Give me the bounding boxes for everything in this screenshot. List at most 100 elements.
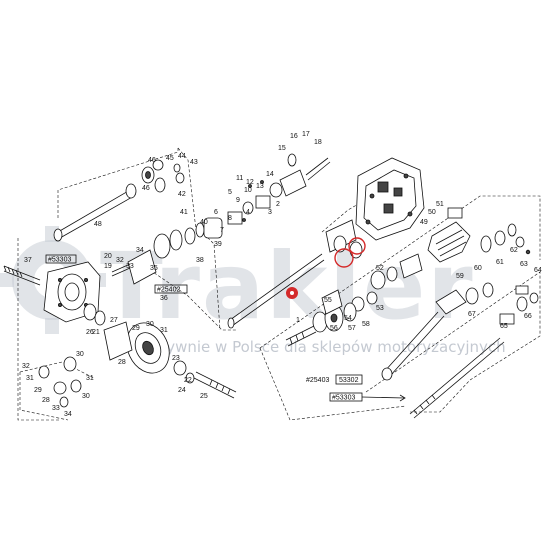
part-label-52: 52 — [376, 265, 384, 272]
part-label-65: 65 — [500, 323, 508, 330]
part-label-66: 66 — [524, 313, 532, 320]
part-label-5: 5 — [228, 189, 232, 196]
part-label-32: 32 — [116, 257, 124, 264]
part-label-48: 48 — [94, 221, 102, 228]
part-label-6: 6 — [214, 209, 218, 216]
upper-joint-cluster — [227, 153, 331, 225]
part-label-44: 44 — [178, 153, 186, 160]
part-label-64: 64 — [534, 267, 542, 274]
part-label-28: 28 — [118, 359, 126, 366]
part-label-16: 16 — [290, 133, 298, 140]
part-label-53: 53 — [376, 305, 384, 312]
right-upper-shaft — [227, 253, 325, 329]
part-label-1: 1 — [296, 317, 300, 324]
part-label-13: 13 — [256, 183, 264, 190]
ref-b: #53303 — [332, 395, 355, 402]
part-label-12: 12 — [246, 179, 254, 186]
ref-upper: #53303 — [48, 257, 71, 264]
part-label-20: 20 — [104, 253, 112, 260]
part-label-50: 50 — [428, 209, 436, 216]
part-label-23: 23 — [172, 355, 180, 362]
part-label-41: 41 — [180, 209, 188, 216]
left-stub-37 — [3, 265, 41, 286]
right-lower-shaft — [381, 282, 494, 381]
part-label-42: 42 — [178, 191, 186, 198]
part-label-22: 22 — [184, 377, 192, 384]
part-label-11: 11 — [236, 175, 243, 182]
right-middle-stack — [325, 219, 423, 312]
part-label-46: 46 — [142, 185, 150, 192]
part-label-8: 8 — [228, 215, 232, 222]
part-label-59: 59 — [456, 273, 464, 280]
highlight-markers — [286, 237, 366, 299]
part-label-39: 39 — [214, 241, 222, 248]
part-label-17: 17 — [302, 131, 310, 138]
part-label-31: 31 — [160, 327, 168, 334]
part-label-3: 3 — [268, 209, 272, 216]
part-label-38: 38 — [196, 257, 204, 264]
part-label-31: 31 — [86, 375, 94, 382]
ref-a: #25403 — [306, 377, 329, 384]
ref-a-box: 53302 — [339, 377, 359, 384]
part-label-25: 25 — [200, 393, 208, 400]
ref-mid: #25402 — [157, 287, 180, 294]
small-diff-group — [19, 356, 95, 421]
part-label-43: 43 — [190, 159, 198, 166]
part-label-30: 30 — [82, 393, 90, 400]
part-label-49: 49 — [420, 219, 428, 226]
part-label-21: 21 — [92, 329, 100, 336]
part-label-56: 56 — [330, 325, 338, 332]
part-label-34: 34 — [64, 411, 72, 418]
part-label-35: 35 — [150, 265, 158, 272]
part-label-37: 37 — [24, 257, 32, 264]
part-label-30: 30 — [76, 351, 84, 358]
part-label-2: 2 — [276, 201, 280, 208]
left-refs: #53303 #25402 — [45, 254, 188, 294]
part-label-55: 55 — [324, 297, 332, 304]
part-label-60: 60 — [474, 265, 482, 272]
output-shaft-37 — [193, 371, 237, 399]
left-shaft-48 — [53, 183, 137, 242]
bottom-right-shaft — [409, 285, 539, 419]
part-label-4: 4 — [246, 209, 250, 216]
part-label-46: 46 — [148, 157, 156, 164]
part-label-14: 14 — [266, 171, 274, 178]
part-label-10: 10 — [244, 187, 252, 194]
right-cv-joint — [427, 207, 531, 263]
ring-gear — [126, 322, 170, 374]
part-label-29: 29 — [132, 325, 140, 332]
part-label-31: 31 — [26, 375, 34, 382]
upper-left-bearings — [141, 159, 185, 193]
part-label-18: 18 — [314, 139, 322, 146]
part-label-67: 67 — [468, 311, 476, 318]
part-label-62: 62 — [510, 247, 518, 254]
part-label-45: 45 — [166, 155, 174, 162]
part-label-32: 32 — [22, 363, 30, 370]
highlight-circle-2 — [348, 237, 366, 255]
part-label-7: 7 — [220, 227, 224, 234]
transmission-case — [355, 157, 425, 241]
part-label-24: 24 — [178, 387, 186, 394]
part-label-34: 34 — [136, 247, 144, 254]
part-label-29: 29 — [34, 387, 42, 394]
part-label-33: 33 — [126, 263, 134, 270]
part-label-28: 28 — [42, 397, 50, 404]
part-label-36: 36 — [160, 295, 168, 302]
part-label-51: 51 — [436, 201, 444, 208]
diff-housing — [83, 303, 195, 384]
watermark-subtitle: Ekskluzywnie w Polsce dla sklepów motory… — [110, 338, 506, 356]
highlight-circle-1 — [334, 248, 354, 268]
part-label-58: 58 — [362, 321, 370, 328]
middle-gear-row — [111, 217, 223, 285]
part-label-63: 63 — [520, 261, 528, 268]
part-label-30: 30 — [146, 321, 154, 328]
right-refs: #25403 53302 #53303 — [306, 374, 406, 402]
part-label-19: 19 — [104, 263, 112, 270]
part-label-40: 40 — [200, 219, 208, 226]
part-label-26: 26 — [86, 329, 94, 336]
part-label-27: 27 — [110, 317, 118, 324]
